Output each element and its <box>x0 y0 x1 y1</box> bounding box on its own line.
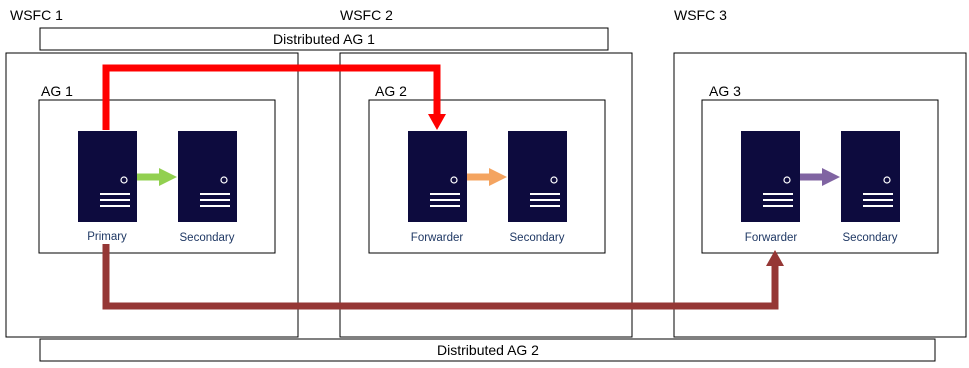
server-role-label: Secondary <box>510 232 565 244</box>
distributed-ag-2-label: Distributed AG 2 <box>437 342 539 358</box>
ag-3-label: AG 3 <box>709 83 741 99</box>
wsfc-1-label: WSFC 1 <box>10 7 63 23</box>
server-icon <box>508 131 567 222</box>
distributed-ag-1-label: Distributed AG 1 <box>273 31 375 47</box>
ag-2-replication-arrow-icon <box>467 168 507 186</box>
server-icon <box>178 131 237 222</box>
dag-2-replication-arrow-icon <box>102 244 784 310</box>
wsfc-3-label: WSFC 3 <box>674 7 727 23</box>
server-role-label: Secondary <box>843 232 898 244</box>
server-icon <box>78 131 137 222</box>
server-role-label: Forwarder <box>411 232 464 244</box>
distributed-ag-2-box <box>39 338 936 362</box>
server-icon <box>408 131 467 222</box>
wsfc-2-label: WSFC 2 <box>340 7 393 23</box>
server-icon <box>741 131 800 222</box>
server-role-label: Secondary <box>180 232 235 244</box>
ag-1-replication-arrow-icon <box>137 168 177 186</box>
distributed-ag-1-box <box>39 27 609 51</box>
ag-1-label: AG 1 <box>41 83 73 99</box>
ag-2-label: AG 2 <box>375 83 407 99</box>
server-role-label: Forwarder <box>745 232 798 244</box>
server-icon <box>841 131 900 222</box>
dag-1-replication-arrow-icon <box>102 64 446 130</box>
ag-3-replication-arrow-icon <box>800 168 840 186</box>
server-role-label: Primary <box>87 231 127 243</box>
